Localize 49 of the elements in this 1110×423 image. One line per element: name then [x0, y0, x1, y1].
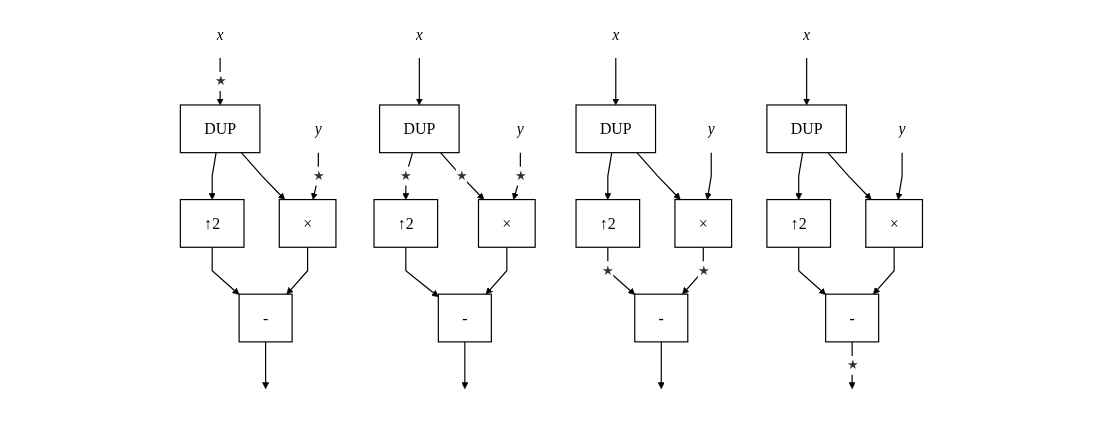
arrow	[211, 246, 240, 295]
node-text: x	[612, 25, 620, 43]
arrow	[795, 152, 804, 200]
node-box: -	[238, 293, 293, 343]
node-box: DUP	[575, 104, 657, 154]
arrow	[262, 341, 270, 390]
arrow	[415, 57, 423, 106]
node-text: x	[415, 25, 423, 43]
node-text: x	[803, 25, 811, 43]
arrow	[208, 152, 217, 200]
arrow	[240, 152, 286, 200]
arrow	[286, 246, 309, 295]
edge-label: ★	[214, 74, 226, 88]
arrow	[873, 246, 895, 295]
arrow	[827, 152, 872, 200]
node-box: DUP	[766, 104, 848, 154]
node-box: -	[634, 293, 689, 343]
edge-label: ★	[514, 168, 526, 183]
arrow	[895, 152, 903, 200]
node-box: ×	[278, 198, 337, 248]
arrow	[803, 57, 811, 106]
arrow	[604, 152, 613, 200]
node-box: ↑2	[766, 198, 832, 248]
node-box: ×	[865, 198, 924, 248]
node-text: x	[216, 25, 224, 43]
node-box: ↑2	[373, 198, 439, 248]
node-box: DUP	[379, 104, 460, 154]
node-box: -	[437, 293, 492, 343]
node-box: ↑2	[575, 198, 641, 248]
arrow	[798, 246, 827, 295]
arrow	[440, 152, 485, 200]
edge-label: ★	[846, 358, 858, 372]
arrow	[612, 57, 620, 106]
arrow	[657, 341, 665, 390]
node-box: ↑2	[179, 198, 245, 248]
edge-label: ★	[400, 168, 412, 183]
edge-label: ★	[455, 168, 467, 183]
node-box: ×	[478, 198, 536, 248]
edge-label: ★	[602, 263, 614, 278]
node-box: ×	[674, 198, 733, 248]
arrow	[636, 152, 681, 200]
edge-label: ★	[312, 168, 324, 183]
arrow	[704, 152, 712, 200]
arrow	[461, 341, 469, 390]
arrow	[485, 246, 508, 295]
arrow	[405, 246, 439, 298]
edge-label: ★	[697, 263, 709, 278]
node-box: DUP	[179, 104, 261, 154]
node-box: -	[825, 293, 880, 343]
